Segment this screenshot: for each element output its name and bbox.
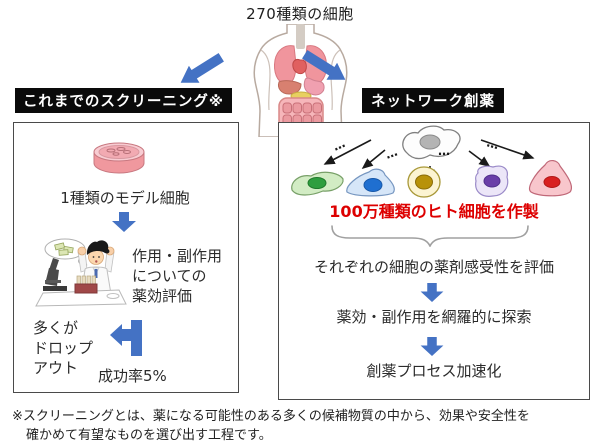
footnote-line1: ※スクリーニングとは、薬になる可能性のある多くの候補物質の中から、効果や安全性を xyxy=(12,409,530,424)
petri-dish-icon xyxy=(93,142,145,174)
green-cell-icon xyxy=(291,171,344,196)
blue-cell-icon xyxy=(346,168,395,197)
arrow-down-icon xyxy=(420,283,444,302)
ellipsis-dots: … xyxy=(331,136,348,154)
footnote: ※スクリーニングとは、薬になる可能性のある多くの候補物質の中から、効果や安全性を… xyxy=(12,407,592,445)
ellipsis-dots: … xyxy=(438,144,450,158)
arrow-down-icon xyxy=(112,212,136,232)
right-panel-header: ネットワーク創薬 xyxy=(362,88,504,113)
arrow-down-icon xyxy=(420,337,444,356)
microscope-icon xyxy=(43,258,67,291)
step-accelerate-label: 創薬プロセス加速化 xyxy=(366,362,502,380)
stem-cell-icon xyxy=(402,125,461,160)
arrow-down-right-icon xyxy=(301,50,346,80)
bent-arrow-left-icon xyxy=(110,320,142,356)
success-rate-label: 成功率5% xyxy=(98,367,167,385)
test-tube-rack-icon xyxy=(74,275,98,294)
create-cells-label: 100万種類のヒト細胞を作製 xyxy=(329,202,539,221)
left-panel-header: これまでのスクリーニング※ xyxy=(15,88,232,113)
model-cell-label: 1種類のモデル細胞 xyxy=(60,189,190,207)
ellipsis-dots: … xyxy=(383,145,399,162)
dropout-label: 多くが ドロップ アウト xyxy=(33,319,94,377)
red-cell-icon xyxy=(529,160,572,197)
evaluation-label: 作用・副作用 についての 薬効評価 xyxy=(132,247,223,305)
step-explore-label: 薬効・副作用を網羅的に探索 xyxy=(336,308,532,326)
arrow-down-left-icon xyxy=(180,53,225,83)
yellow-cell-icon xyxy=(407,166,441,198)
ellipsis-dots: … xyxy=(485,135,500,152)
diagram-title: 270種類の細胞 xyxy=(246,5,354,23)
step-evaluate-label: それぞれの細胞の薬剤感受性を評価 xyxy=(313,258,554,276)
scientist-icon xyxy=(35,238,127,307)
curly-brace-icon xyxy=(331,225,529,247)
purple-cell-icon xyxy=(475,165,509,197)
footnote-line2: 確かめて有望なものを選び出す工程です。 xyxy=(26,428,272,443)
cell-differentiation-graphic: … … … … xyxy=(291,125,572,198)
